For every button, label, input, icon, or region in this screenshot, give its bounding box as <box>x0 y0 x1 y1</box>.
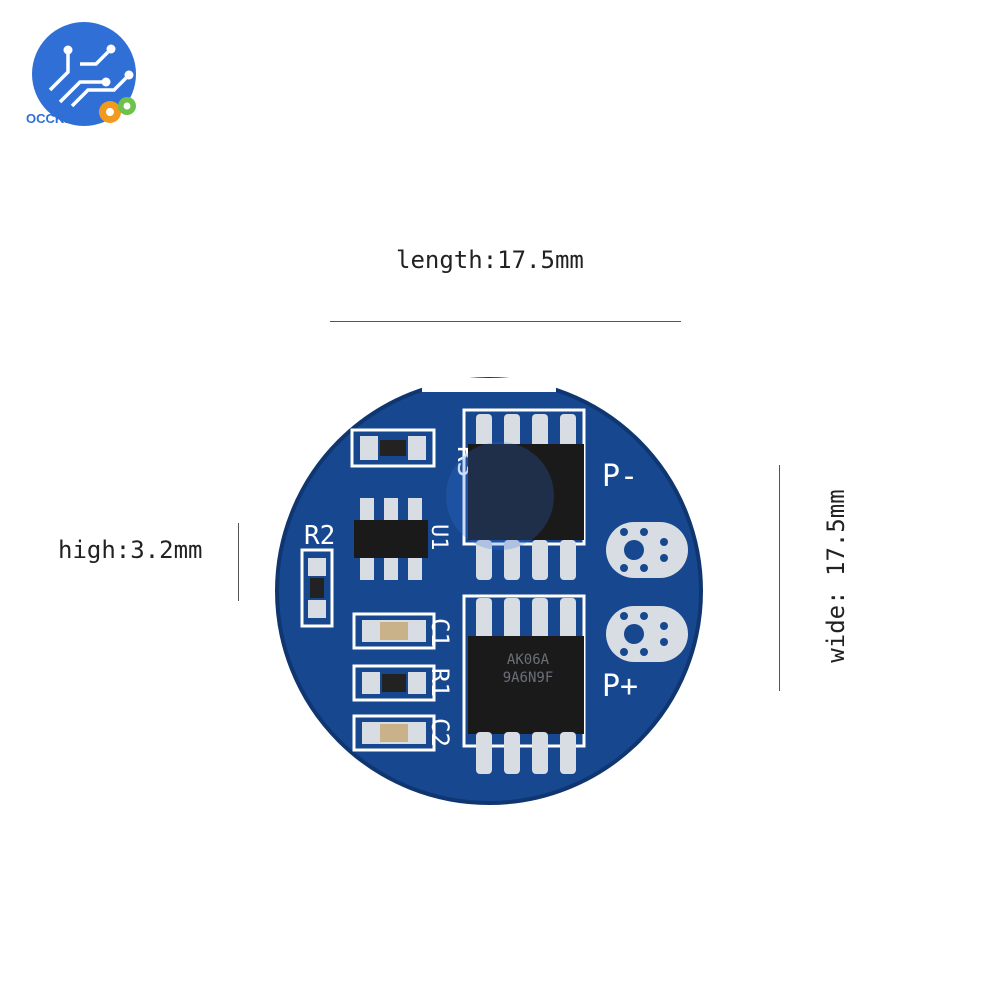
chip-upper <box>462 408 586 580</box>
high-dimension-line <box>238 523 239 601</box>
pcb-board: R3 U1 R2 C1 R1 C2 <box>275 377 703 805</box>
capacitor-c2 <box>352 714 436 752</box>
wide-dimension-line <box>779 465 780 691</box>
label-r2: R2 <box>304 521 335 551</box>
logo-gear-green-icon <box>118 97 136 115</box>
watermark-logo <box>446 442 554 550</box>
chip-marking-line-1: AK06A <box>507 652 550 668</box>
chip-marking-line-2: 9A6N9F <box>503 670 554 686</box>
length-dimension-line <box>330 321 681 322</box>
capacitor-c1 <box>352 612 436 650</box>
occkic-logo: OCCKIC <box>26 22 136 126</box>
resistor-r2 <box>300 548 334 628</box>
label-c1: C1 <box>426 618 454 647</box>
length-label: length:17.5mm <box>396 246 584 274</box>
logo-gear-orange-icon <box>99 101 121 123</box>
label-p-minus: P- <box>602 459 638 494</box>
label-u1: U1 <box>426 524 451 551</box>
label-c2: C2 <box>426 718 454 747</box>
label-r1: R1 <box>426 668 454 697</box>
ic-u1 <box>354 498 428 580</box>
pad-p-minus <box>606 522 688 578</box>
logo-brand-name: OCCKIC <box>26 111 78 126</box>
resistor-r1 <box>352 664 436 702</box>
wide-label: wide: 17.5mm <box>822 489 850 663</box>
logo-circuit-nodes <box>63 44 134 87</box>
high-label: high:3.2mm <box>58 536 203 564</box>
resistor-r3 <box>350 428 436 468</box>
pad-p-plus <box>606 606 688 662</box>
label-p-plus: P+ <box>602 669 638 704</box>
chip-lower <box>462 594 586 774</box>
logo-circuit-icon <box>48 50 128 108</box>
pcb-top-notch <box>422 378 556 392</box>
